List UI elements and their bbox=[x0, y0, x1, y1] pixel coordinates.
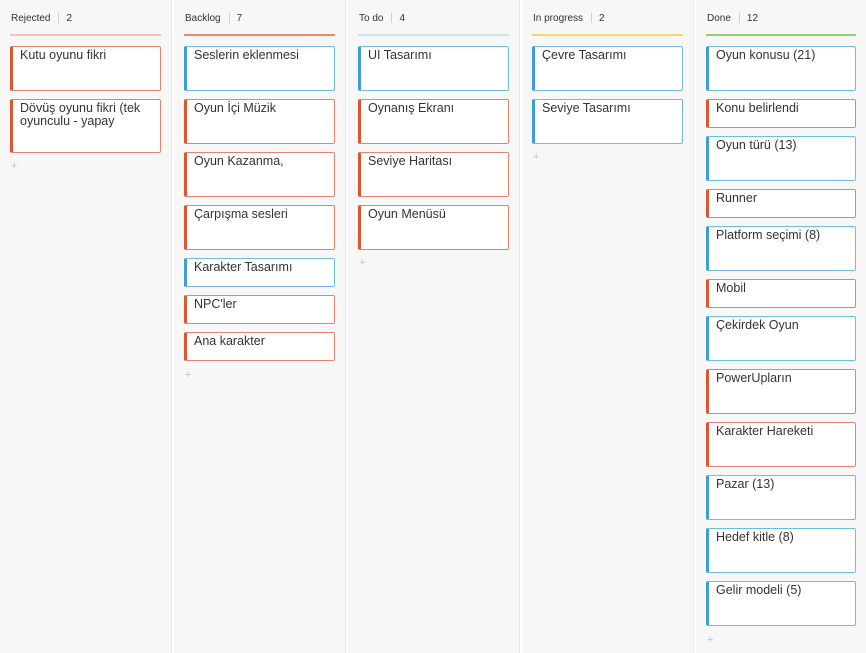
plus-icon: + bbox=[359, 257, 366, 269]
card[interactable]: Çekirdek Oyun bbox=[706, 316, 856, 361]
column-accent-bar bbox=[10, 34, 161, 36]
card[interactable]: Mobil bbox=[706, 279, 856, 308]
column-accent-bar bbox=[358, 34, 509, 36]
card[interactable]: Seslerin eklenmesi bbox=[184, 46, 335, 91]
card[interactable]: Karakter Tasarımı bbox=[184, 258, 335, 287]
column-header: Backlog 7 bbox=[185, 11, 242, 25]
add-card-button[interactable]: + bbox=[707, 634, 715, 646]
column-accent-bar bbox=[532, 34, 683, 36]
card-title: PowerUpların bbox=[716, 371, 792, 385]
card-title: Oyun Kazanma, bbox=[194, 154, 284, 168]
card[interactable]: PowerUpların bbox=[706, 369, 856, 414]
card[interactable]: Çarpışma sesleri bbox=[184, 205, 335, 250]
column-rejected: Rejected 2 Kutu oyunu fikri Dövüş oyunu … bbox=[0, 0, 172, 653]
header-divider bbox=[58, 13, 60, 23]
card-title: Karakter Hareketi bbox=[716, 424, 814, 438]
column-in-progress: In progress 2 Çevre Tasarımı Seviye Tasa… bbox=[522, 0, 694, 653]
column-header: To do 4 bbox=[359, 11, 405, 25]
card-title: Mobil bbox=[716, 281, 746, 295]
column-title[interactable]: To do bbox=[359, 12, 384, 24]
card[interactable]: Platform seçimi (8) bbox=[706, 226, 856, 271]
card[interactable]: NPC'ler bbox=[184, 295, 335, 324]
card-count: 4 bbox=[399, 12, 406, 24]
plus-icon: + bbox=[707, 634, 714, 646]
card-title: Ana karakter bbox=[194, 334, 265, 348]
card-title: Oynanış Ekranı bbox=[368, 101, 455, 115]
card[interactable]: Oyun İçi Müzik bbox=[184, 99, 335, 144]
column-title[interactable]: Backlog bbox=[185, 12, 221, 24]
card-count: 2 bbox=[66, 12, 73, 24]
card[interactable]: Hedef kitle (8) bbox=[706, 528, 856, 573]
card-title: Çekirdek Oyun bbox=[716, 318, 799, 332]
card-count: 12 bbox=[746, 12, 759, 24]
card-title: Hedef kitle (8) bbox=[716, 530, 794, 544]
column-header: Rejected 2 bbox=[11, 11, 72, 25]
card-title: Konu belirlendi bbox=[716, 101, 799, 115]
card[interactable]: UI Tasarımı bbox=[358, 46, 509, 91]
column-header: Done 12 bbox=[707, 11, 758, 25]
card[interactable]: Kutu oyunu fikri bbox=[10, 46, 161, 91]
card-title: UI Tasarımı bbox=[368, 48, 432, 62]
card-count: 2 bbox=[599, 12, 605, 24]
card[interactable]: Oyun türü (13) bbox=[706, 136, 856, 181]
add-card-button[interactable]: + bbox=[185, 369, 193, 381]
column-title[interactable]: Done bbox=[707, 12, 731, 24]
card-title: Çarpışma sesleri bbox=[194, 207, 288, 221]
card-title: Platform seçimi (8) bbox=[716, 228, 821, 242]
card[interactable]: Oynanış Ekranı bbox=[358, 99, 509, 144]
column-accent-bar bbox=[184, 34, 335, 36]
card-title: Çevre Tasarımı bbox=[542, 48, 627, 62]
card[interactable]: Oyun konusu (21) bbox=[706, 46, 856, 91]
card[interactable]: Oyun Kazanma, bbox=[184, 152, 335, 197]
card-title: Oyun İçi Müzik bbox=[194, 101, 276, 115]
card-title: Pazar (13) bbox=[716, 477, 775, 491]
card-title: Seviye Haritası bbox=[368, 154, 453, 168]
card[interactable]: Gelir modeli (5) bbox=[706, 581, 856, 626]
column-backlog: Backlog 7 Seslerin eklenmesi Oyun İçi Mü… bbox=[174, 0, 346, 653]
add-card-button[interactable]: + bbox=[11, 160, 19, 172]
add-card-button[interactable]: + bbox=[359, 257, 367, 269]
card[interactable]: Ana karakter bbox=[184, 332, 335, 361]
plus-icon: + bbox=[533, 151, 540, 163]
card-title: Oyun türü (13) bbox=[716, 138, 797, 152]
card-title: Karakter Tasarımı bbox=[194, 260, 293, 274]
column-title[interactable]: Rejected bbox=[11, 12, 51, 24]
card-title: Seslerin eklenmesi bbox=[194, 48, 299, 62]
card[interactable]: Çevre Tasarımı bbox=[532, 46, 683, 91]
card[interactable]: Dövüş oyunu fikri (tek oyunculu - yapay bbox=[10, 99, 161, 153]
card-title: Dövüş oyunu fikri (tek oyunculu - yapay bbox=[20, 101, 141, 128]
card[interactable]: Seviye Tasarımı bbox=[532, 99, 683, 144]
card[interactable]: Karakter Hareketi bbox=[706, 422, 856, 467]
card-title: Runner bbox=[716, 191, 757, 205]
column-done: Done 12 Oyun konusu (21) Konu belirlendi… bbox=[696, 0, 866, 653]
card[interactable]: Runner bbox=[706, 189, 856, 218]
plus-icon: + bbox=[185, 369, 192, 381]
add-card-button[interactable]: + bbox=[533, 151, 541, 163]
card-title: Kutu oyunu fikri bbox=[20, 48, 107, 62]
card-title: Gelir modeli (5) bbox=[716, 583, 802, 597]
column-todo: To do 4 UI Tasarımı Oynanış Ekranı Seviy… bbox=[348, 0, 520, 653]
header-divider bbox=[591, 13, 593, 23]
card[interactable]: Oyun Menüsü bbox=[358, 205, 509, 250]
card-title: Seviye Tasarımı bbox=[542, 101, 631, 115]
header-divider bbox=[228, 13, 230, 23]
plus-icon: + bbox=[11, 160, 18, 172]
card[interactable]: Konu belirlendi bbox=[706, 99, 856, 128]
card-title: Oyun konusu (21) bbox=[716, 48, 816, 62]
card[interactable]: Seviye Haritası bbox=[358, 152, 509, 197]
card-count: 7 bbox=[236, 12, 243, 24]
header-divider bbox=[738, 13, 740, 23]
header-divider bbox=[391, 13, 393, 23]
card-title: NPC'ler bbox=[194, 297, 237, 311]
card[interactable]: Pazar (13) bbox=[706, 475, 856, 520]
column-title[interactable]: In progress bbox=[533, 12, 584, 24]
column-header: In progress 2 bbox=[533, 11, 605, 25]
card-title: Oyun Menüsü bbox=[368, 207, 446, 221]
column-accent-bar bbox=[706, 34, 856, 36]
